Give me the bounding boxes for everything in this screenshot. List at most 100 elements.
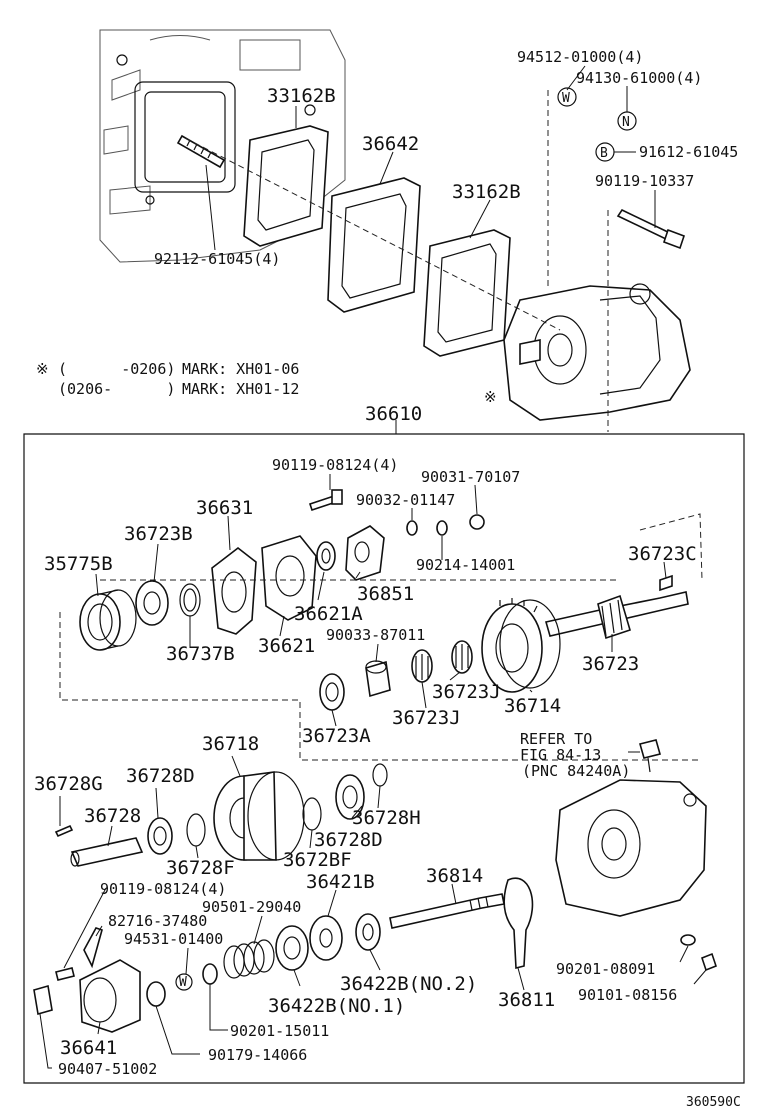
shift-fork-36811 (503, 877, 534, 970)
note-row2-mark: MARK: XH01-12 (182, 380, 299, 398)
bearing-retainer-36621 (261, 535, 317, 621)
label-36723a: 36723A (302, 725, 371, 747)
label-90119-08124-top: 90119-08124(4) (272, 456, 398, 474)
note-row1-mark: MARK: XH01-06 (182, 360, 299, 378)
cover-gasket-36631 (211, 546, 257, 635)
label-36621a: 36621A (294, 603, 363, 625)
label-36641: 36641 (60, 1037, 117, 1059)
label-90214: 90214-14001 (416, 556, 515, 574)
gear-36718 (213, 771, 305, 861)
bolt-90119-10337 (616, 208, 686, 250)
label-82716: 82716-37480 (108, 912, 207, 930)
label-36621: 36621 (258, 635, 315, 657)
label-91612: 91612-61045 (639, 143, 738, 161)
shaft-36723 (544, 591, 689, 640)
label-94130: 94130-61000(4) (576, 69, 702, 87)
cylinder-36421b (309, 915, 343, 961)
bolt-90119-08124-bot (55, 967, 75, 981)
label-36728f-a: 36728F (166, 857, 235, 879)
gasket-33162b-top (243, 125, 329, 247)
label-36728h: 36728H (352, 807, 421, 829)
cover-36641 (79, 959, 141, 1033)
diagram-id: 360590C (686, 1095, 741, 1110)
key-36723c (659, 574, 673, 592)
spring-90501 (223, 939, 275, 979)
label-90119-10337: 90119-10337 (595, 172, 694, 190)
oil-seal-35775b (79, 589, 137, 651)
label-36728d-b: 36728D (314, 829, 383, 851)
label-36642: 36642 (362, 133, 419, 155)
n-symbol-text: N (622, 115, 630, 130)
label-90033: 90033-87011 (326, 626, 425, 644)
label-33162b-mid: 33162B (452, 181, 521, 203)
label-36422b-no1: 36422B(NO.1) (268, 995, 405, 1017)
label-36723j-b: 36723J (392, 707, 461, 729)
washer-90201-08091 (680, 934, 696, 946)
nut-n-symbol: N (617, 111, 637, 131)
label-90501: 90501-29040 (202, 898, 301, 916)
label-36723: 36723 (582, 653, 639, 675)
label-36718: 36718 (202, 733, 259, 755)
label-90201-15011: 90201-15011 (230, 1022, 329, 1040)
plate-36642 (327, 177, 421, 313)
bearing-36723a (319, 673, 345, 711)
pin-36728g (54, 824, 74, 838)
label-36728g: 36728G (34, 773, 103, 795)
bearing-36723b (135, 580, 169, 626)
label-36811: 36811 (498, 989, 555, 1011)
w-symbol-text-2: W (179, 975, 187, 990)
label-36851: 36851 (357, 583, 414, 605)
stud-bolt (176, 134, 226, 169)
label-90179: 90179-14066 (208, 1046, 307, 1064)
b-symbol-text: B (600, 146, 608, 161)
label-36728d-a: 36728D (126, 765, 195, 787)
piston-36422b-no2 (355, 913, 381, 951)
label-94531: 94531-01400 (124, 930, 223, 948)
reference-line3: (PNC 84240A) (522, 762, 630, 780)
label-36422b-no2: 36422B(NO.2) (340, 973, 477, 995)
snap-ring-36728f-a (186, 813, 206, 847)
w-symbol-text: W (562, 91, 570, 106)
seal-90179 (146, 981, 166, 1007)
label-36723j-a: 36723J (432, 681, 501, 703)
reference-line2: FIG 84-13 (520, 746, 601, 764)
part-labels: 94512-01000(4) 94130-61000(4) 91612-6104… (34, 48, 741, 1110)
label-90201-08091: 90201-08091 (556, 960, 655, 978)
label-36728: 36728 (84, 805, 141, 827)
label-36631: 36631 (196, 497, 253, 519)
mark-note: ※ ( -0206) MARK: XH01-06 (0206- ) MARK: … (36, 360, 299, 398)
washer-w-94531: W (175, 973, 193, 991)
label-36814: 36814 (426, 865, 483, 887)
label-33162b-top: 33162B (267, 85, 336, 107)
label-90407: 90407-51002 (58, 1060, 157, 1078)
breather-plug (639, 739, 661, 773)
label-36723c: 36723C (628, 543, 697, 565)
shift-shaft-36814 (389, 893, 505, 929)
washer-90032 (406, 520, 418, 536)
note-symbol: ※ (36, 360, 49, 378)
label-36421b: 36421B (306, 871, 375, 893)
note-row1-range: ( -0206) (58, 360, 175, 378)
gear-36714 (481, 598, 561, 693)
snap-ring-36728f-b (302, 797, 322, 831)
note-row2-range: (0206- ) (58, 380, 175, 398)
seal-36621a (316, 541, 336, 571)
label-36737b: 36737B (166, 643, 235, 665)
label-36714: 36714 (504, 695, 561, 717)
pto-housing-36610 (555, 779, 707, 917)
label-36723b: 36723B (124, 523, 193, 545)
needle-bearing-36723j-a (451, 640, 473, 674)
label-90119-08124-bot: 90119-08124(4) (100, 880, 226, 898)
label-36728f-b: 3672BF (283, 849, 352, 871)
bolt-90119-08124-top (308, 489, 343, 512)
bracket-82716 (83, 927, 103, 969)
label-36610: 36610 (365, 403, 422, 425)
nut-90031 (469, 514, 485, 530)
bracket-36851 (345, 525, 385, 581)
label-90101: 90101-08156 (578, 986, 677, 1004)
washer-90201-15011 (202, 963, 218, 985)
plug-90101 (701, 952, 717, 972)
gasket-33162b-mid (423, 229, 511, 357)
bearing-36728d-b (335, 774, 365, 820)
